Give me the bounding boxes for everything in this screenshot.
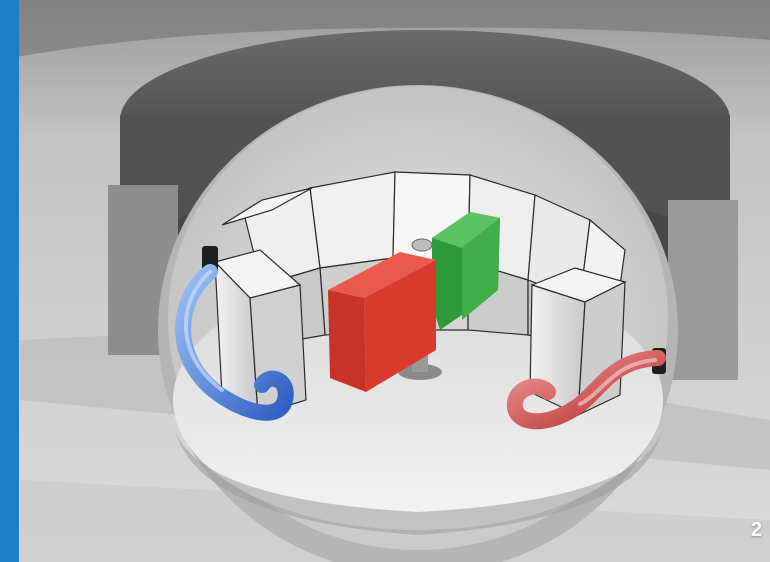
- housing-side-right: [668, 200, 738, 380]
- accent-bar: [0, 0, 19, 562]
- page-number: 2: [751, 520, 762, 540]
